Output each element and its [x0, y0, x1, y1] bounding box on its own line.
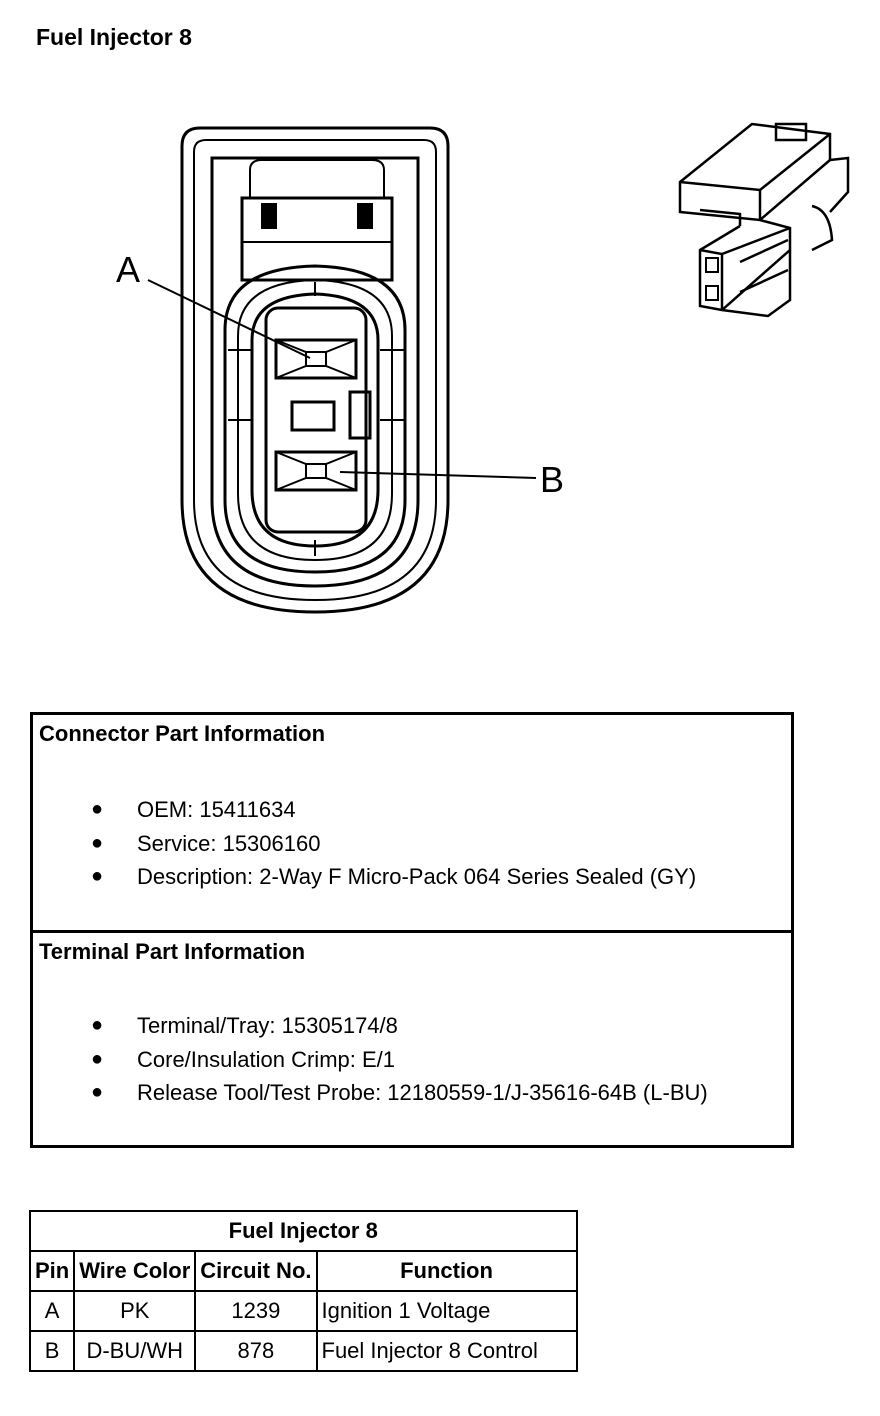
column-header-circuit-no: Circuit No. — [194, 1250, 318, 1292]
connector-info-list: ●OEM: 15411634 ●Service: 15306160 ●Descr… — [33, 793, 696, 894]
seal-ring-inner — [250, 292, 380, 548]
column-header-wire-color: Wire Color — [73, 1250, 197, 1292]
terminal-a-cavity — [274, 338, 358, 380]
list-item: ●Terminal/Tray: 15305174/8 — [33, 1009, 708, 1043]
cell-function: Ignition 1 Voltage — [315, 1290, 578, 1332]
table-row: A PK 1239 Ignition 1 Voltage — [28, 1290, 578, 1332]
cell-circuit-no: 878 — [194, 1330, 318, 1372]
cell-pin: A — [28, 1290, 76, 1332]
housing-ring-3 — [210, 156, 420, 588]
bullet-icon: ● — [91, 865, 104, 887]
pin-label-b: B — [540, 459, 564, 500]
center-key — [290, 400, 336, 432]
latch — [249, 159, 385, 198]
cell-wire-color: D-BU/WH — [73, 1330, 197, 1372]
housing-ring-2 — [193, 139, 437, 602]
table-row: B D-BU/WH 878 Fuel Injector 8 Control — [28, 1330, 578, 1372]
seal-ring-outer — [223, 264, 407, 574]
leader-a — [147, 279, 311, 359]
column-header-pin: Pin — [28, 1250, 76, 1292]
pin-table: Fuel Injector 8 Pin Wire Color Circuit N… — [28, 1210, 578, 1372]
list-item: ●Core/Insulation Crimp: E/1 — [33, 1043, 708, 1077]
pin-label-a: A — [116, 249, 140, 290]
connector-3d-view — [678, 122, 850, 318]
cell-circuit-no: 1239 — [194, 1290, 318, 1332]
list-item: ●Release Tool/Test Probe: 12180559-1/J-3… — [33, 1076, 708, 1110]
page-title: Fuel Injector 8 — [36, 24, 192, 50]
terminal-b-cavity — [274, 450, 358, 492]
cell-wire-color: PK — [73, 1290, 197, 1332]
list-item: ●Service: 15306160 — [33, 827, 696, 861]
terminal-info-heading: Terminal Part Information — [39, 939, 306, 964]
leader-b — [339, 471, 537, 479]
seal-ring-mid — [237, 278, 393, 562]
column-header-function: Function — [315, 1250, 578, 1292]
bullet-icon: ● — [91, 1081, 104, 1103]
part-information-box: Connector Part Information ●OEM: 1541163… — [30, 712, 794, 1148]
bullet-icon: ● — [91, 798, 104, 820]
connector-diagram: A B — [116, 122, 850, 614]
connector-part-info: Connector Part Information ●OEM: 1541163… — [33, 715, 791, 933]
housing-outer — [180, 126, 450, 614]
terminal-part-info: Terminal Part Information ●Terminal/Tray… — [33, 933, 791, 1145]
connector-info-heading: Connector Part Information — [39, 721, 326, 746]
cavity-face — [264, 306, 368, 534]
list-item: ●OEM: 15411634 — [33, 793, 696, 827]
bullet-icon: ● — [91, 831, 104, 854]
cell-pin: B — [28, 1330, 76, 1372]
list-item: ●Description: 2-Way F Micro-Pack 064 Ser… — [33, 860, 696, 894]
cell-function: Fuel Injector 8 Control — [315, 1330, 578, 1372]
pin-table-title: Fuel Injector 8 — [29, 1210, 578, 1252]
bullet-icon: ● — [91, 1047, 104, 1070]
terminal-info-list: ●Terminal/Tray: 15305174/8 ●Core/Insulat… — [33, 1009, 708, 1110]
bullet-icon: ● — [91, 1014, 104, 1036]
